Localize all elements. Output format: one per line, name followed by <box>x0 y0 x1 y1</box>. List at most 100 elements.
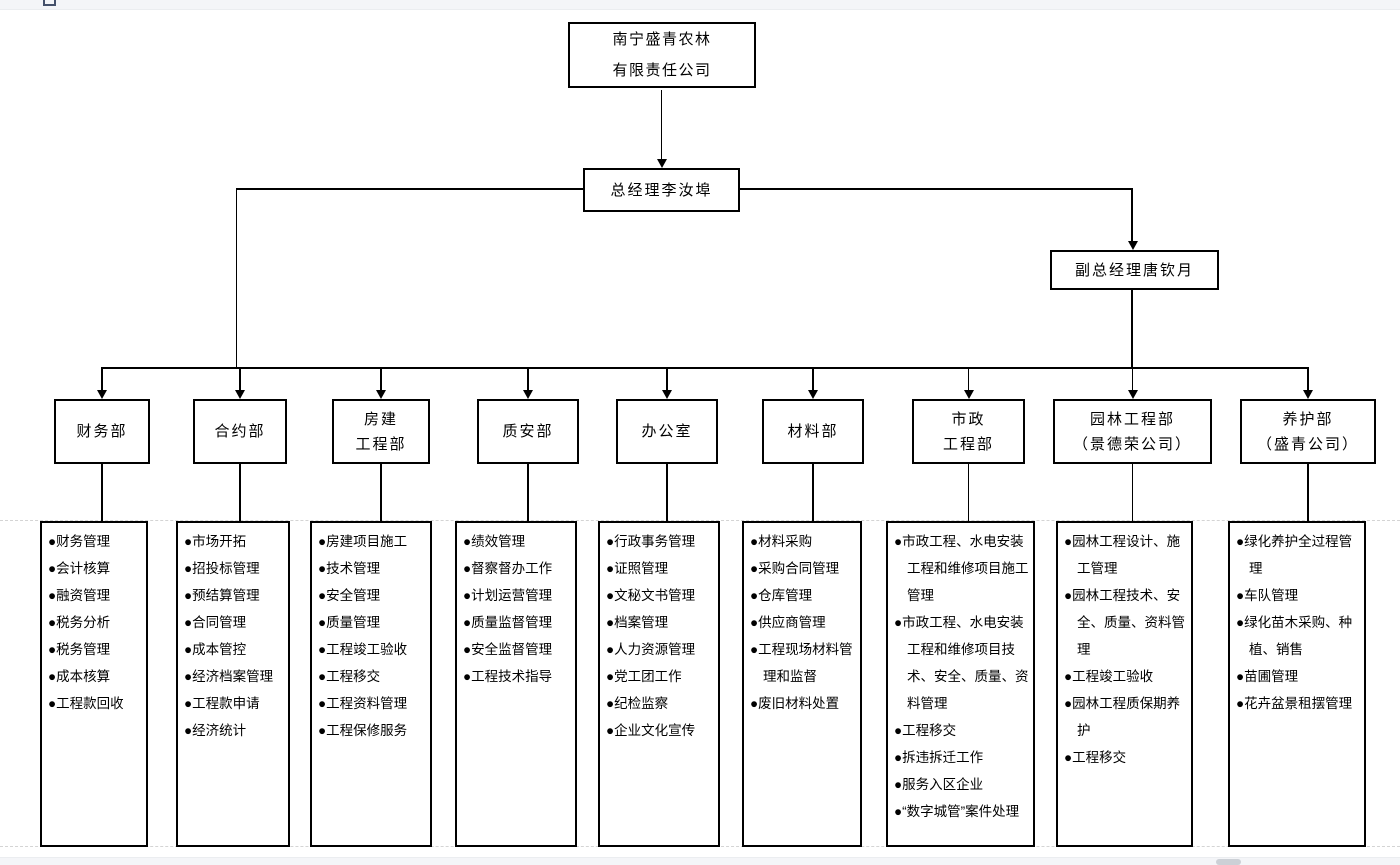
duty-item: ●融资管理 <box>48 588 111 603</box>
connector-line <box>380 464 382 521</box>
arrowhead-icon <box>376 390 386 399</box>
connector-line <box>101 368 103 390</box>
duty-item: ●“数字城管”案件处理 <box>894 804 1020 819</box>
duty-item: ●督察督办工作 <box>463 561 553 576</box>
company-name-line-1: 南宁盛青农林 <box>612 31 712 48</box>
duty-list-9: ●绿化养护全过程管理●车队管理●绿化苗木采购、种植、销售●苗圃管理●花卉盆景租摆… <box>1228 521 1366 847</box>
duty-item: ●工程款申请 <box>184 696 260 711</box>
arrowhead-icon <box>662 390 672 399</box>
dept-label: （盛青公司） <box>1256 435 1359 453</box>
connector-line <box>239 368 241 390</box>
duty-item: ●人力资源管理 <box>606 642 696 657</box>
duty-item: ●质量监督管理 <box>463 615 553 630</box>
dept-label: 养护部 <box>1282 410 1334 428</box>
arrowhead-icon <box>963 390 974 399</box>
duty-item: ●税务分析 <box>48 615 111 630</box>
connector-line <box>527 368 529 390</box>
duty-item: ●工程资料管理 <box>318 696 408 711</box>
connector-line <box>1131 368 1134 390</box>
duty-item: ●会计核算 <box>48 561 111 576</box>
bottom-scrollbar-track[interactable] <box>0 857 1400 865</box>
connector-line <box>967 464 970 521</box>
duty-item: ●安全监督管理 <box>463 642 553 657</box>
duty-item: ●采购合同管理 <box>750 561 840 576</box>
duty-item: ●安全管理 <box>318 588 381 603</box>
duty-list-2: ●市场开拓●招投标管理●预结算管理●合同管理●成本管控●经济档案管理●工程款申请… <box>176 521 290 847</box>
duty-item: ●行政事务管理 <box>606 534 696 549</box>
gridline-top <box>0 520 1400 521</box>
connector-line <box>666 368 668 390</box>
duty-item: ●税务管理 <box>48 642 111 657</box>
duty-item: ●经济档案管理 <box>184 669 274 684</box>
duty-item: ●市政工程、水电安装工程和维修项目技术、安全、质量、资料管理 <box>894 615 1029 711</box>
general-manager-box: 总经理李汝埠 <box>583 168 740 212</box>
duty-item: ●工程技术指导 <box>463 669 553 684</box>
distribution-line <box>101 367 1309 369</box>
connector-line <box>1131 464 1134 521</box>
toolbar-strip <box>0 0 1400 10</box>
duty-list-6: ●材料采购●采购合同管理●仓库管理●供应商管理●工程现场材料管理和监督●废旧材料… <box>742 521 862 847</box>
duty-item: ●招投标管理 <box>184 561 260 576</box>
dept-box-7: 市政工程部 <box>912 399 1025 464</box>
connector-line <box>967 368 970 390</box>
arrowhead-icon <box>523 390 533 399</box>
duty-item: ●合同管理 <box>184 615 247 630</box>
duty-item: ●园林工程质保期养护 <box>1064 696 1181 738</box>
connector-line <box>1307 368 1309 390</box>
dept-label: 质安部 <box>502 423 554 440</box>
dept-label: 工程部 <box>942 435 994 453</box>
duty-item: ●材料采购 <box>750 534 813 549</box>
window-outline-icon[interactable] <box>43 0 56 6</box>
duty-item: ●成本核算 <box>48 669 111 684</box>
duty-item: ●工程保修服务 <box>318 723 408 738</box>
duty-item: ●工程移交 <box>1064 750 1127 765</box>
connector-line <box>527 464 529 521</box>
dept-box-2: 合约部 <box>193 399 287 464</box>
dept-label: 材料部 <box>787 423 839 440</box>
connector-line <box>101 464 103 521</box>
dept-label: 财务部 <box>76 423 128 440</box>
dept-label: 工程部 <box>355 435 407 453</box>
deputy-down-line <box>1131 290 1133 368</box>
arrowhead-icon <box>656 159 667 168</box>
duty-list-3: ●房建项目施工●技术管理●安全管理●质量管理●工程竣工验收●工程移交●工程资料管… <box>310 521 432 847</box>
arrowhead-icon <box>1127 390 1138 399</box>
duty-item: ●成本管控 <box>184 642 247 657</box>
duty-item: ●技术管理 <box>318 561 381 576</box>
duty-item: ●经济统计 <box>184 723 247 738</box>
duty-item: ●档案管理 <box>606 615 669 630</box>
dept-box-4: 质安部 <box>477 399 579 464</box>
duty-item: ●废旧材料处置 <box>750 696 840 711</box>
duty-item: ●财务管理 <box>48 534 111 549</box>
company-root-box: 南宁盛青农林 有限责任公司 <box>568 22 756 88</box>
scrollbar-thumb[interactable] <box>1216 859 1241 865</box>
dept-box-1: 财务部 <box>54 399 150 464</box>
dept-label: 市政 <box>951 410 986 428</box>
deputy-general-manager-box: 副总经理唐钦月 <box>1050 250 1219 290</box>
duty-item: ●服务入区企业 <box>894 777 984 792</box>
connector-line <box>812 368 814 390</box>
duty-item: ●文秘文书管理 <box>606 588 696 603</box>
connector-line <box>235 188 238 368</box>
duty-item: ●房建项目施工 <box>318 534 408 549</box>
duty-item: ●工程竣工验收 <box>318 642 408 657</box>
duty-item: ●车队管理 <box>1236 588 1299 603</box>
duty-item: ●证照管理 <box>606 561 669 576</box>
duty-list-1: ●财务管理●会计核算●融资管理●税务分析●税务管理●成本核算●工程款回收 <box>40 521 148 847</box>
arrowhead-icon <box>1127 241 1138 250</box>
duty-item: ●党工团工作 <box>606 669 682 684</box>
duty-item: ●市场开拓 <box>184 534 247 549</box>
connector-line <box>666 464 668 521</box>
duty-item: ●供应商管理 <box>750 615 826 630</box>
duty-item: ●花卉盆景租摆管理 <box>1236 696 1353 711</box>
duty-item: ●绩效管理 <box>463 534 526 549</box>
dept-box-3: 房建工程部 <box>332 399 430 464</box>
duty-item: ●市政工程、水电安装工程和维修项目施工管理 <box>894 534 1029 603</box>
dept-label: 房建 <box>363 410 398 428</box>
dept-box-8: 园林工程部（景德荣公司） <box>1053 399 1212 464</box>
duty-list-4: ●绩效管理●督察督办工作●计划运营管理●质量监督管理●安全监督管理●工程技术指导 <box>455 521 577 847</box>
connector-line <box>812 464 814 521</box>
duty-item: ●绿化苗木采购、种植、销售 <box>1236 615 1353 657</box>
duty-item: ●仓库管理 <box>750 588 813 603</box>
